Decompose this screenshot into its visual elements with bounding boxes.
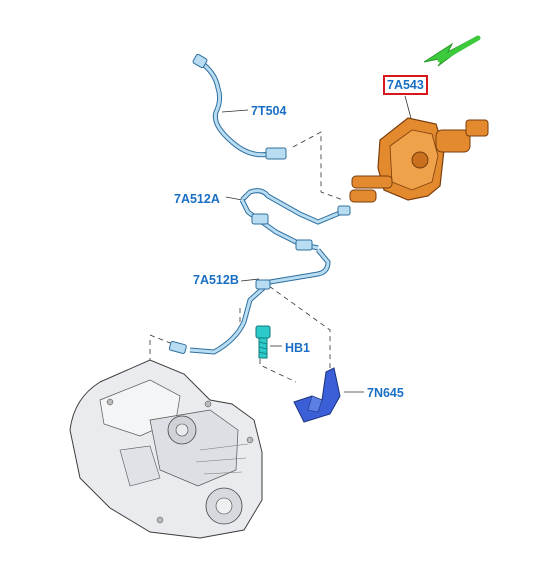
callout-hb1[interactable]: HB1 xyxy=(285,341,311,355)
leader-lines xyxy=(149,95,413,400)
callout-7a512b[interactable]: 7A512B xyxy=(193,273,239,287)
bracket-7n645[interactable] xyxy=(293,367,341,423)
green-arrow-shaft xyxy=(437,35,481,63)
transmission-housing xyxy=(69,359,263,539)
hose-7a512b[interactable] xyxy=(168,248,331,355)
bolt-hb1[interactable] xyxy=(255,325,271,359)
master-cylinder-7a543[interactable] xyxy=(349,117,489,203)
callout-7t504[interactable]: 7T504 xyxy=(251,104,287,118)
callout-7n645[interactable]: 7N645 xyxy=(367,386,404,400)
pipe-7t504[interactable] xyxy=(192,53,287,160)
hose-7a512a[interactable] xyxy=(239,188,351,251)
callout-7a543-highlighted[interactable]: 7A543 xyxy=(383,75,428,95)
callout-7a512a[interactable]: 7A512A xyxy=(174,192,220,206)
